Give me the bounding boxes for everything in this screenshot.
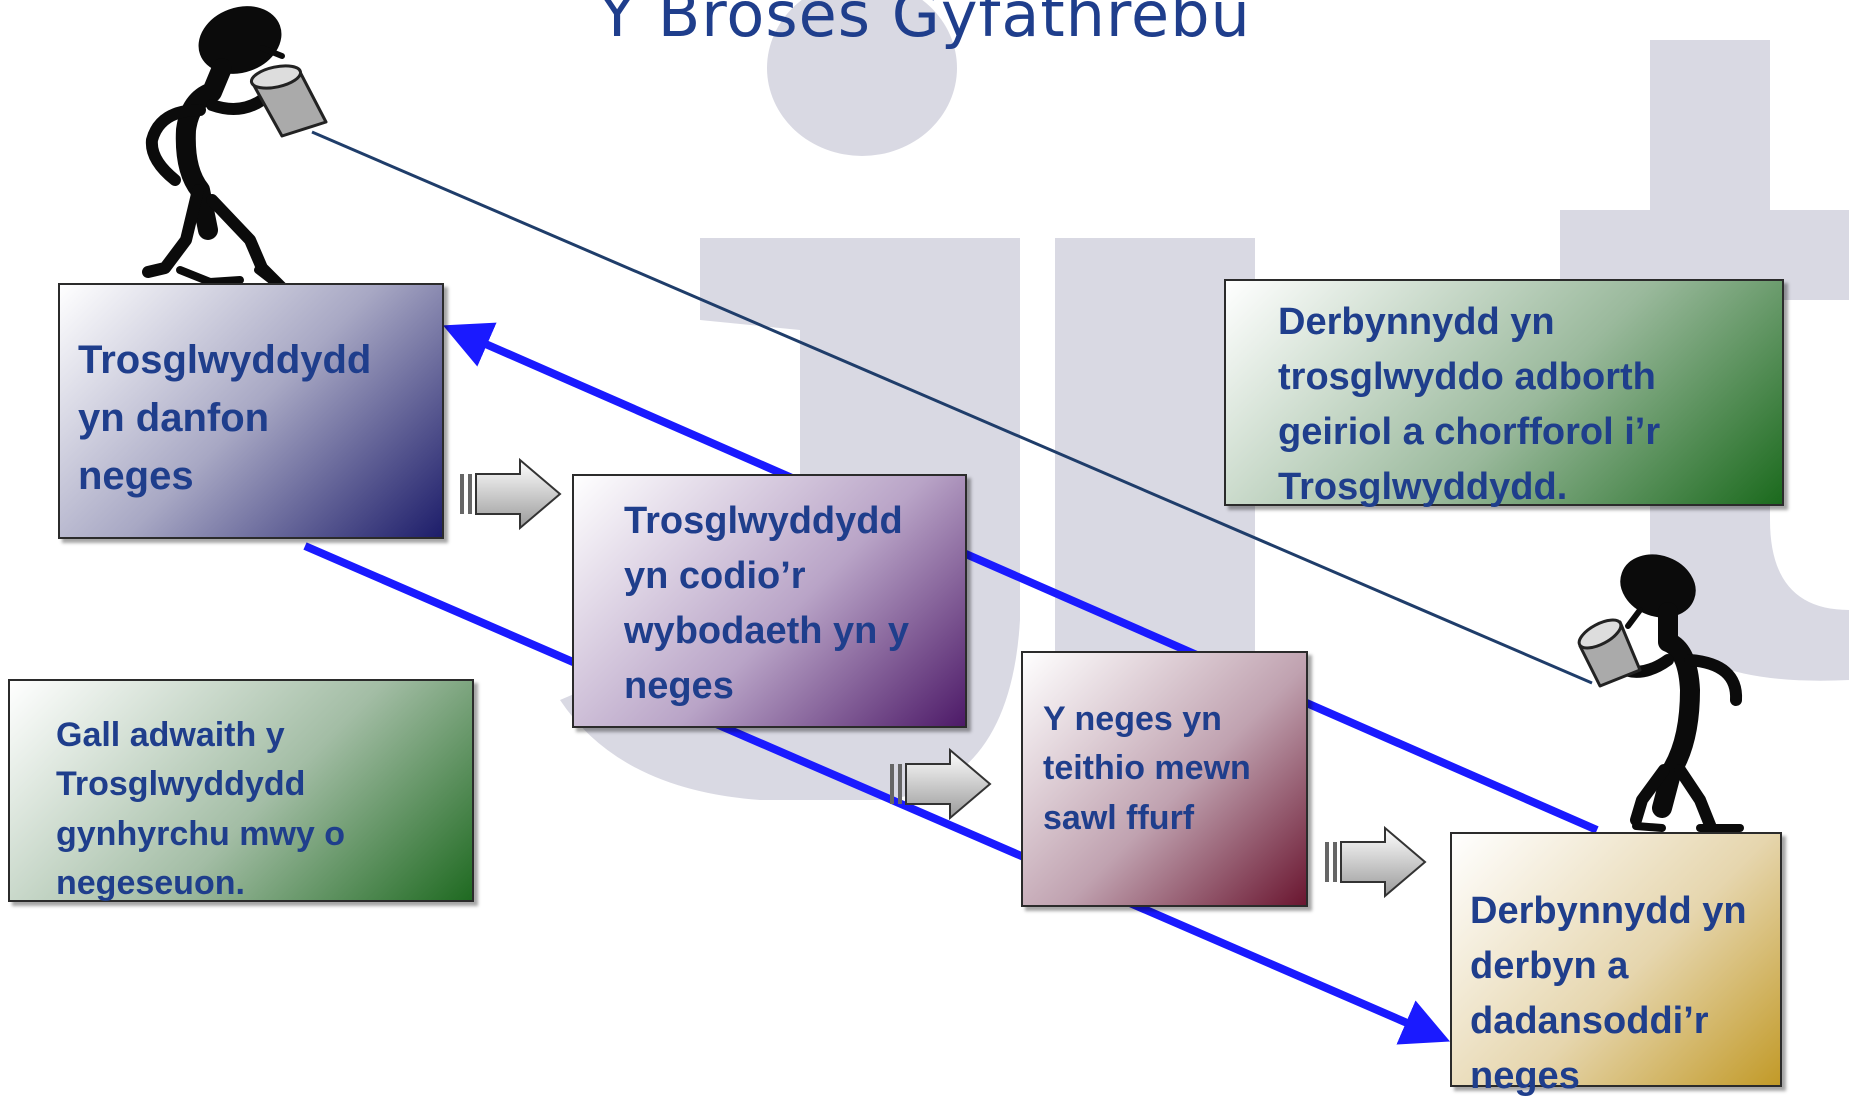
block-arrow-right-icon <box>1325 825 1427 899</box>
encode-box-line: Trosglwyddydd <box>624 500 903 542</box>
sender-box: Trosglwyddydd yn danfon neges <box>58 283 444 539</box>
receive-box-line: dadansoddi’r neges <box>1470 1000 1709 1098</box>
reaction-box-line: Trosglwyddydd <box>56 765 306 804</box>
sender-box-line: Trosglwyddydd <box>78 338 372 382</box>
travel-box-line: teithio mewn <box>1043 749 1251 788</box>
feedback-box-line: Trosglwyddydd. <box>1278 466 1568 509</box>
receive-box-line: Derbynnydd yn <box>1470 890 1747 932</box>
feedback-box: Derbynnydd yn trosglwyddo adborth geirio… <box>1224 279 1784 508</box>
feedback-box-line: Derbynnydd yn <box>1278 301 1555 343</box>
travel-box-line: Y neges yn <box>1043 700 1222 738</box>
receiver-figure-icon <box>1577 554 1744 836</box>
reaction-box-line: Gall adwaith y <box>56 716 285 754</box>
travel-box: Y neges yn teithio mewn sawl ffurf <box>1021 651 1308 907</box>
receive-box: Derbynnydd yn derbyn a dadansoddi’r nege… <box>1450 832 1782 1097</box>
encode-box-line: neges <box>624 665 734 708</box>
message-arrow <box>303 542 1451 1045</box>
block-arrow-right-icon <box>890 747 992 821</box>
feedback-box-line: trosglwyddo adborth <box>1278 356 1656 399</box>
reaction-box-line: negeseuon. <box>56 863 245 902</box>
reaction-box: Gall adwaith y Trosglwyddydd gynhyrchu m… <box>8 679 474 902</box>
sender-figure-icon <box>142 6 328 294</box>
travel-box-line: sawl ffurf <box>1043 798 1195 837</box>
sender-box-line: yn danfon <box>78 396 270 440</box>
feedback-box-line: geiriol a chorfforol i’r <box>1278 411 1661 454</box>
slide-title: Y Broses Gyfathrebu <box>598 0 1251 51</box>
block-arrow-right-icon <box>460 457 562 531</box>
feedback-line <box>311 130 1593 685</box>
feedback-arrow <box>443 322 1599 834</box>
encode-box: Trosglwyddydd yn codio’r wybodaeth yn y … <box>572 474 967 728</box>
sender-box-line: neges <box>78 454 194 498</box>
receive-box-line: derbyn a <box>1470 945 1629 988</box>
encode-box-line: wybodaeth yn y <box>624 610 910 653</box>
reaction-box-line: gynhyrchu mwy o <box>56 814 346 853</box>
encode-box-line: yn codio’r <box>624 555 806 598</box>
